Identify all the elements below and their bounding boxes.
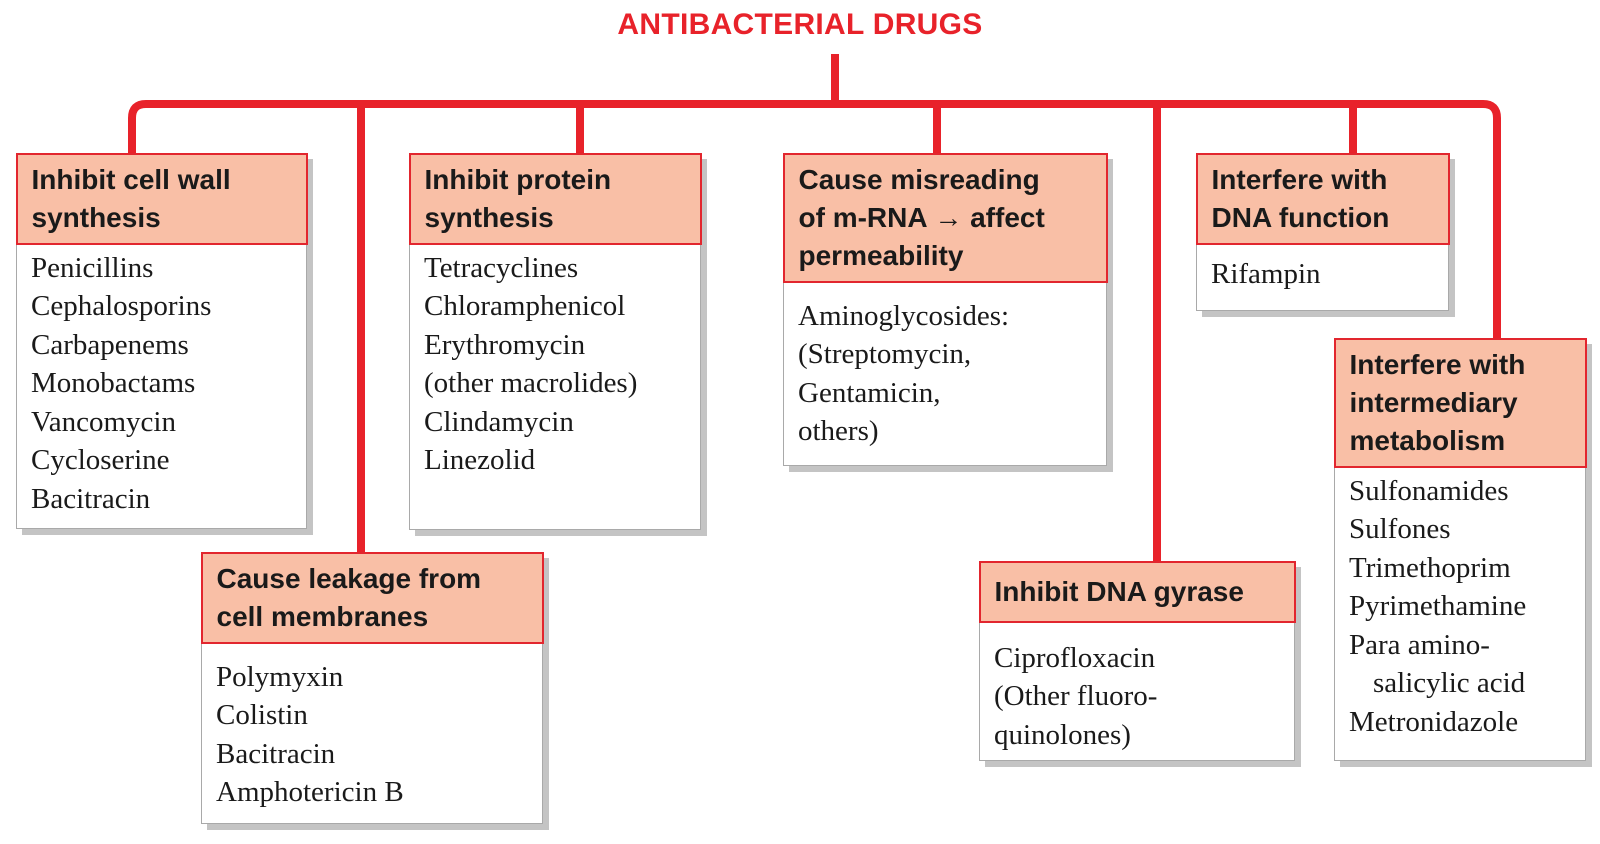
- drug-item: Penicillins: [31, 251, 154, 284]
- drug-item: Sulfonamides: [1349, 474, 1509, 507]
- drug-list: Aminoglycosides: (Streptomycin, Gentamic…: [784, 283, 1106, 461]
- category-box-cell-wall: Inhibit cell wall synthesis Penicillins …: [15, 152, 308, 529]
- drug-item: Chloramphenicol: [424, 290, 626, 322]
- drug-item: Bacitracin: [216, 737, 336, 770]
- category-box-mrna-misreading: Cause misreading of m-RNA → affect perme…: [782, 152, 1108, 466]
- drug-item: Metronidazole: [1349, 705, 1519, 738]
- drug-item: Vancomycin: [31, 405, 176, 438]
- drug-list: Rifampin: [1197, 245, 1448, 304]
- drug-item: Amphotericin B: [216, 776, 404, 808]
- drug-item: Monobactams: [31, 367, 196, 399]
- category-heading: Interfere with DNA function: [1195, 152, 1450, 245]
- drug-item: salicylic acid: [1373, 667, 1526, 699]
- drug-item: Carbapenems: [31, 328, 189, 361]
- heading-line: metabolism: [1349, 424, 1506, 456]
- drug-item: (Streptomycin,: [798, 338, 972, 370]
- drug-item: quinolones): [994, 718, 1131, 751]
- heading-line: of m-RNA → affect: [798, 201, 1045, 233]
- drug-item: (other macrolides): [424, 367, 638, 399]
- drug-item: Pyrimethamine: [1349, 590, 1527, 622]
- drug-item: Sulfones: [1349, 513, 1451, 545]
- drug-list: Penicillins Cephalosporins Carbapenems M…: [17, 245, 306, 529]
- drug-item: (Other fluoro-: [994, 680, 1158, 712]
- drug-item: Clindamycin: [424, 405, 574, 438]
- drug-item: Gentamicin,: [798, 376, 941, 409]
- heading-line: Interfere with: [1211, 163, 1388, 195]
- drug-item: Ciprofloxacin: [994, 641, 1156, 674]
- category-box-protein-synthesis: Inhibit protein synthesis Tetracyclines …: [408, 152, 702, 530]
- drug-item: Erythromycin: [424, 328, 586, 361]
- category-box-intermediary-metabolism: Interfere with intermediary metabolism S…: [1333, 337, 1587, 761]
- heading-line: synthesis: [31, 201, 161, 233]
- heading-line: Inhibit cell wall: [31, 163, 231, 195]
- category-heading: Inhibit cell wall synthesis: [15, 152, 308, 245]
- drug-list: Ciprofloxacin (Other fluoro- quinolones): [980, 623, 1294, 765]
- drug-item: Cephalosporins: [31, 290, 212, 322]
- heading-line: synthesis: [424, 201, 554, 233]
- connector-bus: [128, 100, 1501, 342]
- drug-item: Tetracyclines: [424, 251, 579, 284]
- heading-line: Cause leakage from: [216, 562, 482, 594]
- heading-line: Interfere with: [1349, 348, 1526, 380]
- heading-line: Inhibit protein: [424, 163, 612, 195]
- category-heading: Interfere with intermediary metabolism: [1333, 337, 1587, 468]
- drug-item: Trimethoprim: [1349, 551, 1511, 584]
- drug-item: Polymyxin: [216, 660, 344, 693]
- drug-item: others): [798, 415, 879, 447]
- category-box-cell-membrane: Cause leakage from cell membranes Polymy…: [200, 551, 544, 824]
- drug-item: Linezolid: [424, 444, 536, 476]
- diagram-title: ANTIBACTERIAL DRUGS: [617, 8, 983, 41]
- category-heading: Cause leakage from cell membranes: [200, 551, 544, 644]
- heading-line: cell membranes: [216, 600, 429, 632]
- drug-list: Tetracyclines Chloramphenicol Erythromyc…: [410, 245, 700, 490]
- drug-item: Cycloserine: [31, 444, 170, 476]
- category-box-dna-gyrase: Inhibit DNA gyrase Ciprofloxacin (Other …: [978, 560, 1296, 761]
- heading-line: permeability: [798, 239, 964, 271]
- heading-line: Cause misreading: [798, 163, 1040, 195]
- drug-item: Aminoglycosides:: [798, 299, 1010, 332]
- drug-item: Rifampin: [1211, 257, 1321, 290]
- category-heading: Cause misreading of m-RNA → affect perme…: [782, 152, 1108, 283]
- drug-item: Bacitracin: [31, 482, 151, 515]
- category-heading: Inhibit protein synthesis: [408, 152, 702, 245]
- drug-item: Colistin: [216, 699, 308, 731]
- heading-line: DNA function: [1211, 201, 1390, 233]
- heading-line: Inhibit DNA gyrase: [994, 575, 1244, 607]
- drug-list: Polymyxin Colistin Bacitracin Amphoteric…: [202, 644, 542, 822]
- drug-item: Para amino-: [1349, 628, 1490, 661]
- heading-line: intermediary: [1349, 386, 1518, 418]
- category-box-dna-function: Interfere with DNA function Rifampin: [1195, 152, 1450, 311]
- category-heading: Inhibit DNA gyrase: [978, 560, 1296, 623]
- drug-list: Sulfonamides Sulfones Trimethoprim Pyrim…: [1335, 468, 1585, 752]
